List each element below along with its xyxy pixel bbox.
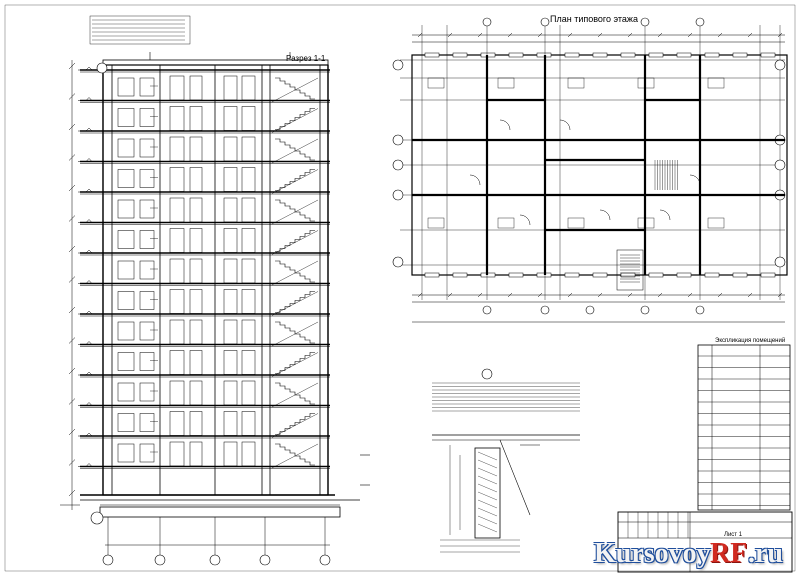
- title-block: [617, 511, 793, 573]
- spec-table-title: Экспликация помещений: [715, 338, 786, 344]
- building-section: [60, 52, 370, 566]
- notes-block: [89, 15, 191, 45]
- section-title: Разрез 1-1: [286, 54, 326, 63]
- watermark-text-part3: .ru: [748, 538, 783, 569]
- plan-axes: [392, 17, 786, 323]
- stair-flights: [271, 77, 319, 469]
- plan-title: План типового этажа: [550, 14, 638, 24]
- plan-walls: [412, 55, 785, 275]
- watermark-text-part2: RF: [710, 538, 748, 569]
- kursovoyrf-watermark-logo: Kursovoy RF .ru: [578, 534, 800, 576]
- spec-table: [697, 344, 791, 511]
- plan-rooms: [427, 77, 725, 229]
- watermark-text-part1: Kursovoy: [594, 538, 711, 569]
- plan-stairs: [616, 160, 678, 291]
- node-detail: [432, 368, 580, 553]
- title-block-label: Лист 1: [724, 532, 743, 538]
- plan-doors: [469, 119, 701, 226]
